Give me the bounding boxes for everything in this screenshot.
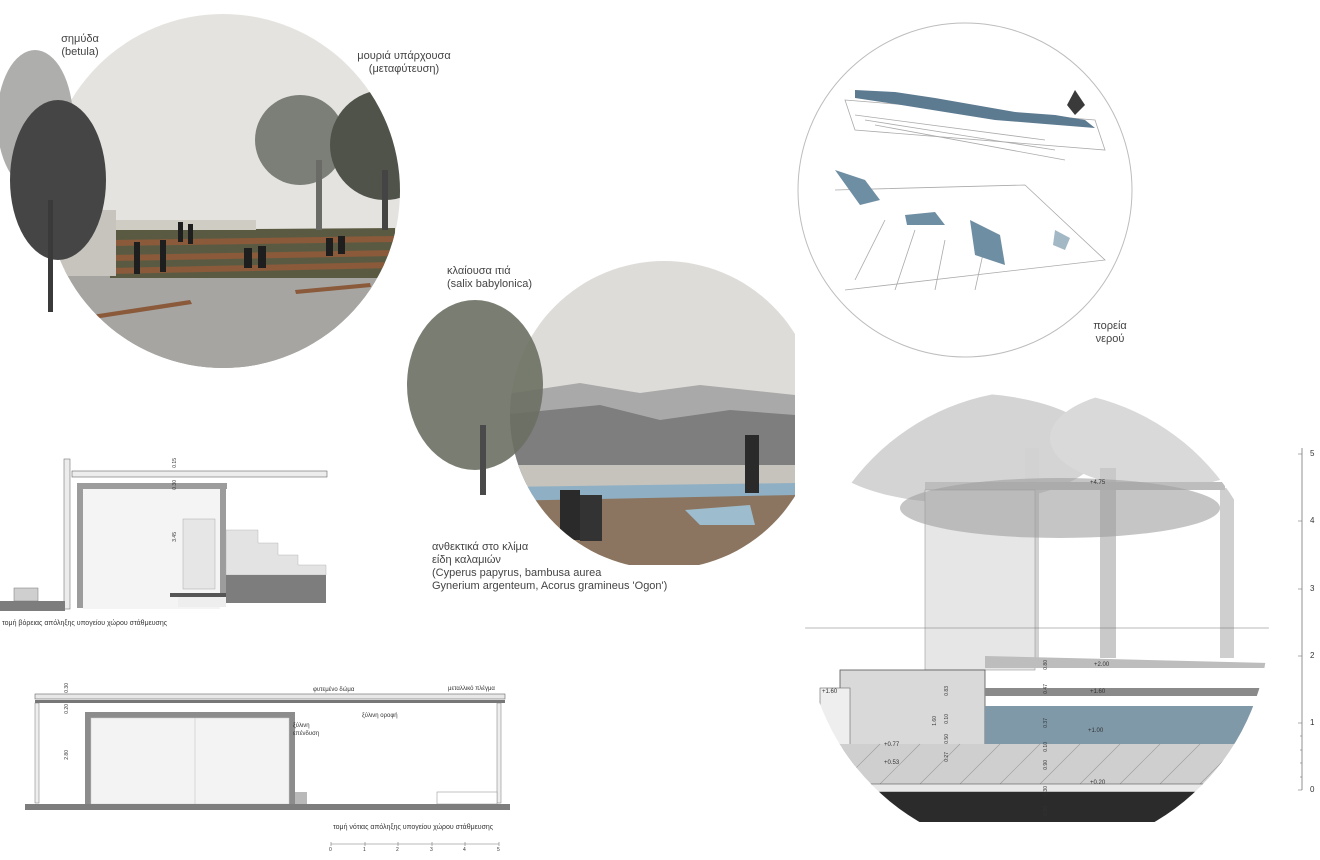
birch-label: σημύδα(betula): [61, 33, 99, 58]
level-tag: +1.00: [1088, 728, 1104, 734]
detail-section-drawing: [805, 390, 1269, 854]
scale-tick: 1: [363, 847, 366, 853]
dim-label: 2.80: [64, 750, 70, 760]
scale-tick: 5: [1310, 449, 1315, 458]
water-path-diagram: [797, 22, 1133, 358]
scale-tick: 5: [497, 847, 500, 853]
dim-label: 0.47: [1043, 684, 1049, 694]
north-section-caption: τομή βόρειας απόληξης υπογείου χώρου στά…: [2, 620, 168, 627]
dim-label: 0.20: [64, 704, 70, 714]
note-label: μεταλλικό πλέγμα: [448, 686, 495, 692]
scale-tick: 0: [1310, 785, 1315, 794]
scale-tick: 3: [1310, 584, 1315, 593]
north-section-drawing: [0, 458, 328, 611]
dim-label: 0.30: [1043, 786, 1049, 796]
dim-label: 3.45: [172, 532, 178, 542]
level-tag: +0.77: [884, 742, 900, 748]
scale-tick: 1: [1310, 718, 1315, 727]
dim-label: 0.27: [944, 752, 950, 762]
note-label: ξύλινη οροφή: [362, 713, 398, 719]
dim-label: 0.30: [172, 480, 178, 490]
dim-label: 0.90: [1043, 760, 1049, 770]
dim-label: 0.10: [1043, 742, 1049, 752]
dim-label: 0.80: [1043, 660, 1049, 670]
note-label: ξύλινη: [293, 723, 310, 729]
south-section-drawing: [25, 693, 510, 810]
south-section-caption: τομή νότιας απόληξης υπογείου χώρου στάθ…: [333, 824, 494, 831]
scale-tick: 0: [329, 847, 332, 853]
dim-label: 0.10: [944, 714, 950, 724]
level-tag: +4.75: [1090, 480, 1106, 486]
level-tag: +0.20: [1090, 780, 1106, 786]
dim-label: 0.83: [944, 686, 950, 696]
note-label: επένδυση: [293, 731, 320, 737]
scale-tick: 2: [396, 847, 399, 853]
dim-label: 0.50: [944, 734, 950, 744]
dim-label: 0.37: [1043, 718, 1049, 728]
willow-scene-illustration: [407, 261, 795, 565]
mulberry-label: μουριά υπάρχουσα(μεταφύτευση): [357, 50, 451, 75]
dim-label: 1.60: [932, 716, 938, 726]
note-label: φυτεμένο δώμα: [313, 687, 355, 693]
level-tag: +2.00: [1094, 662, 1110, 668]
horizontal-scale-bar: [330, 842, 500, 846]
scale-tick: 4: [1310, 516, 1315, 525]
dim-label: 0.50: [1043, 806, 1049, 816]
scale-tick: 4: [463, 847, 466, 853]
dim-label: 0.15: [172, 458, 178, 468]
scale-tick: 2: [1310, 651, 1315, 660]
level-tag: +0.53: [884, 760, 900, 766]
scale-tick: 3: [430, 847, 433, 853]
willow-label: κλαίουσα ιτιά(salix babylonica): [447, 265, 532, 290]
level-tag: +1.60: [1090, 689, 1106, 695]
park-scene-illustration: [0, 14, 400, 368]
vertical-scale-bar: [1298, 448, 1303, 791]
dim-label: 0.30: [64, 683, 70, 693]
level-tag: +1.60: [822, 689, 838, 695]
